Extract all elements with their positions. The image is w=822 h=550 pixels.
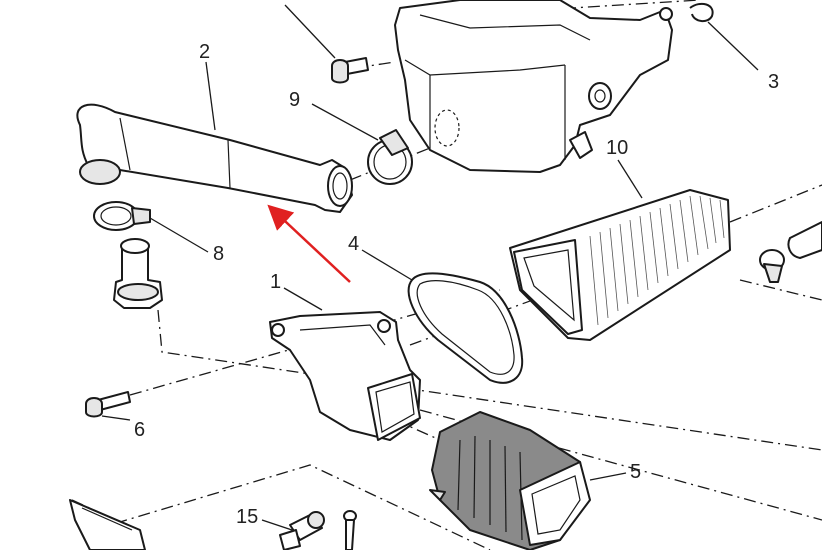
clip-part-3: 3 xyxy=(689,2,779,93)
rubber-boot-part-5: 5 xyxy=(429,411,641,550)
intake-duct-part-1: 1 xyxy=(269,271,421,441)
callout-3: 3 xyxy=(768,71,779,93)
right-edge-clip xyxy=(759,249,785,283)
callout-10: 10 xyxy=(606,137,628,159)
breather-hose-part-2: 2 xyxy=(76,41,353,213)
airbox-housing xyxy=(394,0,673,173)
breather-fitting xyxy=(113,238,163,309)
callout-9: 9 xyxy=(289,89,300,111)
filter-pleats xyxy=(589,195,725,326)
screw-part xyxy=(284,4,369,84)
callout-4: 4 xyxy=(348,233,359,255)
right-edge-hose xyxy=(787,221,822,259)
bolt-part-6: 6 xyxy=(85,391,145,441)
bottom-bracket xyxy=(69,499,146,550)
gasket-part-4: 4 xyxy=(348,233,524,384)
highlight-arrow xyxy=(267,204,351,283)
sensor-part-15: 15 xyxy=(236,506,325,550)
callout-6: 6 xyxy=(134,419,145,441)
air-filter-part-10: 10 xyxy=(509,137,731,341)
bottom-screw xyxy=(343,510,357,550)
callout-8: 8 xyxy=(213,243,224,265)
callout-15: 15 xyxy=(236,506,258,528)
callout-2: 2 xyxy=(199,41,210,63)
callout-5: 5 xyxy=(630,461,641,483)
callout-1: 1 xyxy=(270,271,281,293)
hose-clamp-part-8: 8 xyxy=(93,201,224,265)
hose-clamp-part-9: 9 xyxy=(289,89,413,185)
